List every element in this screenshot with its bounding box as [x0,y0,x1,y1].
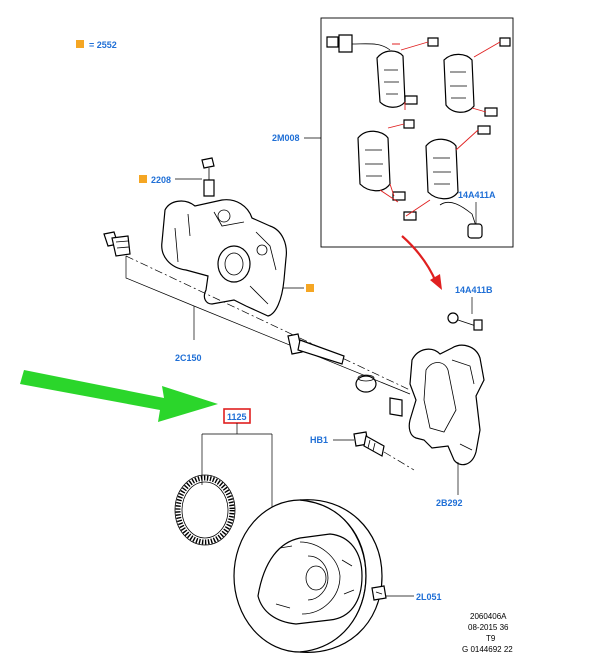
abs-tone-ring-part [174,474,236,546]
callout-2C150: 2C150 [175,353,202,363]
green-arrow-icon [20,370,218,422]
footer-line-2: 08-2015 36 [468,623,509,632]
bleed-screw-part [201,157,215,197]
callout-2M008: 2M008 [272,133,300,143]
caliper-bracket-part [408,344,485,466]
callout-14A411A: 14A411A [458,190,496,200]
brake-pad-kit [326,34,511,239]
callout-2B292: 2B292 [436,498,463,508]
legend-marker-text: = 2552 [89,40,117,50]
caliper-bolt-part [103,231,131,257]
callout-2L051: 2L051 [416,592,442,602]
callout-1125: 1125 [227,412,247,422]
brake-caliper-part [161,199,287,317]
brake-pad-kit-box [320,17,514,248]
footer-line-1: 2060406A [470,612,507,621]
disc-screw-part [371,585,387,601]
footer-line-3: T9 [486,634,496,643]
wear-sensor-part [447,312,483,331]
legend-marker-icon [76,40,84,48]
guide-pin-part [287,333,403,417]
callout-14A411B: 14A411B [455,285,493,295]
bracket-bolt-part [353,431,385,457]
callout-2208: 2208 [151,175,171,185]
callout-HB1: HB1 [310,435,328,445]
brake-disc-part [233,499,383,653]
red-curved-arrow-icon [401,235,442,290]
footer-line-4: G 0144692 22 [462,645,513,654]
marker-caliper-icon [306,284,314,292]
marker-2208-icon [139,175,147,183]
